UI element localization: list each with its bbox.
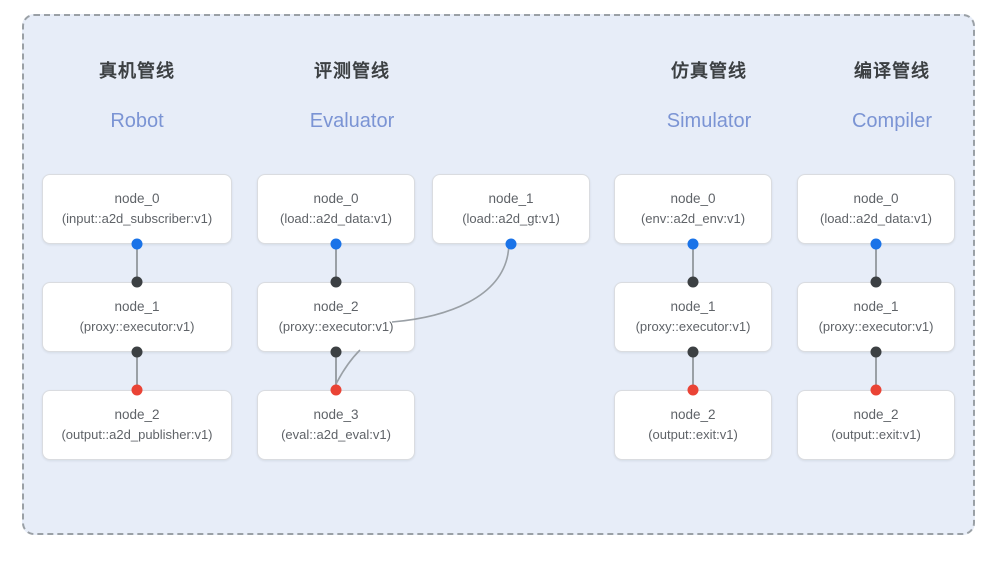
port-output-evaluator-0[interactable] (330, 238, 342, 250)
node-id: node_1 (488, 191, 534, 206)
column-title-en-evaluator: Evaluator (309, 110, 395, 132)
edge-compiler-0-1 (875, 244, 877, 294)
port-output-robot-0[interactable] (131, 238, 143, 250)
node-id: node_0 (313, 191, 359, 206)
node-robot-0[interactable]: node_0 (input::a2d_subscriber:v1) (42, 174, 232, 244)
node-id: node_1 (853, 299, 899, 314)
port-input-robot-2[interactable] (131, 384, 143, 396)
column-header-compiler: 编译管线 Compiler (797, 60, 987, 133)
node-id: node_0 (114, 191, 160, 206)
node-id: node_2 (853, 407, 899, 422)
node-id: node_3 (313, 407, 359, 422)
column-header-evaluator: 评测管线 Evaluator (257, 60, 447, 133)
column-title-cn-evaluator: 评测管线 (314, 61, 390, 81)
port-output-compiler-0[interactable] (870, 238, 882, 250)
node-type: (proxy::executor:v1) (278, 319, 394, 334)
edge-simulator-0-1 (692, 244, 694, 294)
edge-robot-0-1 (136, 244, 138, 294)
node-id: node_0 (853, 191, 899, 206)
node-type: (load::a2d_data:v1) (279, 211, 393, 226)
port-output-simulator-1[interactable] (687, 346, 699, 358)
node-type: (proxy::executor:v1) (79, 319, 195, 334)
node-type: (output::a2d_publisher:v1) (61, 427, 213, 442)
port-output-compiler-1[interactable] (870, 346, 882, 358)
node-evaluator-0[interactable]: node_0 (load::a2d_data:v1) (257, 174, 415, 244)
port-input-robot-1[interactable] (131, 276, 143, 288)
column-title-en-robot: Robot (110, 110, 164, 132)
node-type: (proxy::executor:v1) (635, 319, 751, 334)
column-title-en-compiler: Compiler (851, 110, 933, 132)
node-id: node_1 (670, 299, 716, 314)
port-output-evaluator-2[interactable] (330, 346, 342, 358)
node-type: (output::exit:v1) (831, 427, 921, 442)
edge-simulator-1-2 (692, 352, 694, 402)
port-input-evaluator-3[interactable] (330, 384, 342, 396)
node-simulator-0[interactable]: node_0 (env::a2d_env:v1) (614, 174, 772, 244)
port-output-simulator-0[interactable] (687, 238, 699, 250)
node-compiler-0[interactable]: node_0 (load::a2d_data:v1) (797, 174, 955, 244)
edge-compiler-1-2 (875, 352, 877, 402)
edge-robot-1-2 (136, 352, 138, 402)
node-type: (load::a2d_gt:v1) (462, 211, 560, 226)
node-compiler-2[interactable]: node_2 (output::exit:v1) (797, 390, 955, 460)
node-robot-2[interactable]: node_2 (output::a2d_publisher:v1) (42, 390, 232, 460)
port-input-simulator-2[interactable] (687, 384, 699, 396)
node-type: (proxy::executor:v1) (818, 319, 934, 334)
node-type: (input::a2d_subscriber:v1) (61, 211, 213, 226)
node-compiler-1[interactable]: node_1 (proxy::executor:v1) (797, 282, 955, 352)
column-header-robot: 真机管线 Robot (42, 60, 232, 133)
port-output-evaluator-1[interactable] (505, 238, 517, 250)
column-title-en-simulator: Simulator (666, 110, 752, 132)
node-evaluator-3[interactable]: node_3 (eval::a2d_eval:v1) (257, 390, 415, 460)
node-evaluator-1[interactable]: node_1 (load::a2d_gt:v1) (432, 174, 590, 244)
node-simulator-1[interactable]: node_1 (proxy::executor:v1) (614, 282, 772, 352)
node-simulator-2[interactable]: node_2 (output::exit:v1) (614, 390, 772, 460)
port-input-simulator-1[interactable] (687, 276, 699, 288)
pipeline-canvas: 真机管线 Robot 评测管线 Evaluator 仿真管线 Simulator… (22, 14, 975, 535)
node-type: (env::a2d_env:v1) (640, 211, 746, 226)
node-id: node_2 (114, 407, 160, 422)
port-output-robot-1[interactable] (131, 346, 143, 358)
port-input-evaluator-2[interactable] (330, 276, 342, 288)
node-type: (load::a2d_data:v1) (819, 211, 933, 226)
node-id: node_2 (670, 407, 716, 422)
node-evaluator-2[interactable]: node_2 (proxy::executor:v1) (257, 282, 415, 352)
edge-evaluator-0-2 (335, 244, 337, 294)
column-title-cn-simulator: 仿真管线 (671, 61, 747, 81)
port-input-compiler-2[interactable] (870, 384, 882, 396)
node-id: node_1 (114, 299, 160, 314)
node-id: node_0 (670, 191, 716, 206)
node-id: node_2 (313, 299, 359, 314)
column-title-cn-robot: 真机管线 (99, 61, 175, 81)
node-type: (eval::a2d_eval:v1) (281, 427, 391, 442)
node-type: (output::exit:v1) (648, 427, 738, 442)
port-input-compiler-1[interactable] (870, 276, 882, 288)
column-header-simulator: 仿真管线 Simulator (614, 60, 804, 133)
column-title-cn-compiler: 编译管线 (854, 61, 930, 81)
node-robot-1[interactable]: node_1 (proxy::executor:v1) (42, 282, 232, 352)
